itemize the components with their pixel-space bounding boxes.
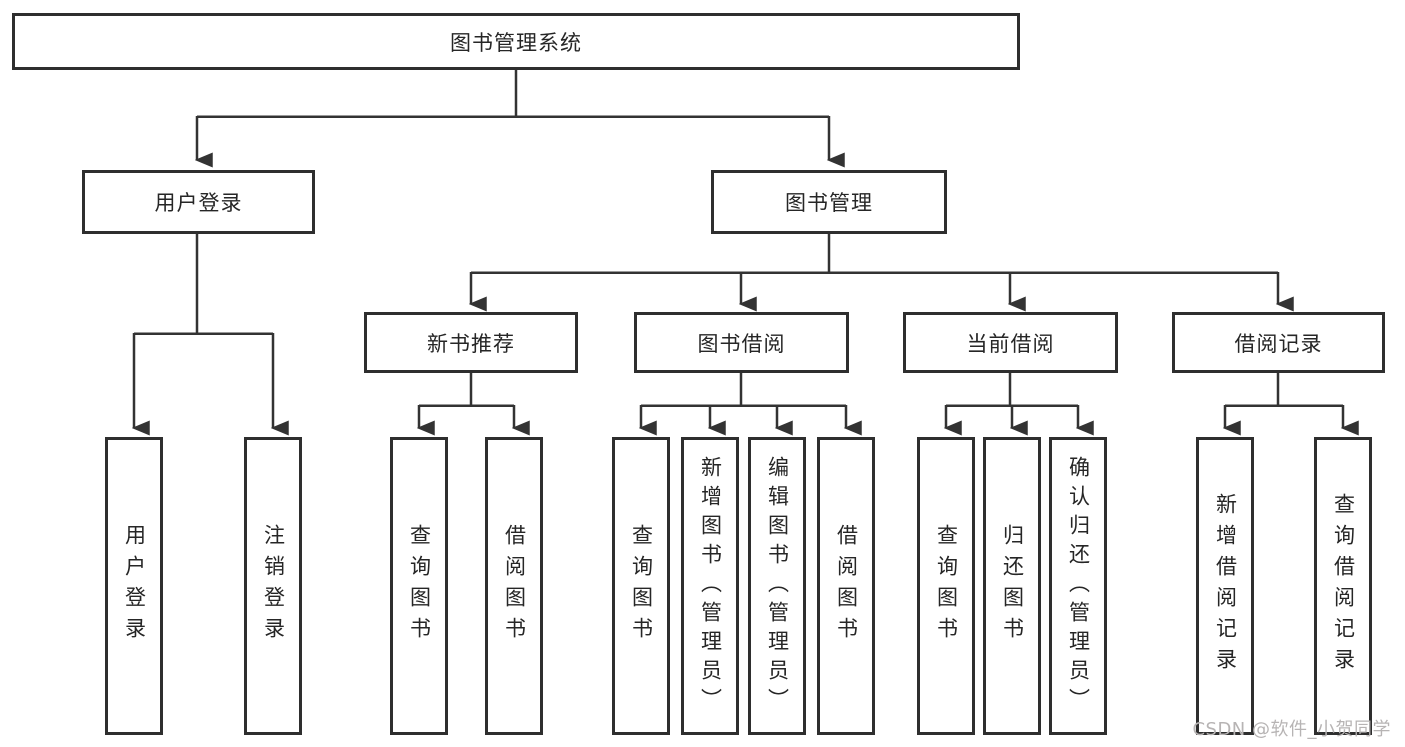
leaf-current-return-book: 归还图书 xyxy=(983,437,1041,735)
node-new-book-recommend: 新书推荐 xyxy=(364,312,578,373)
connector-userlogin-to-leaves xyxy=(131,234,289,436)
node-book-management-label: 图书管理 xyxy=(785,191,873,215)
leaf-borrow-edit-book: 编辑图书（管理员） xyxy=(748,437,806,735)
node-root-label: 图书管理系统 xyxy=(450,30,582,55)
leaf-recommend-query-book-label: 查询图书 xyxy=(407,524,432,648)
leaf-current-confirm-return: 确认归还（管理员） xyxy=(1049,437,1107,735)
node-book-borrow: 图书借阅 xyxy=(634,312,849,373)
leaf-current-confirm-return-label: 确认归还（管理员） xyxy=(1066,455,1091,717)
connector-records-to-leaves xyxy=(1222,373,1359,436)
leaf-recommend-borrow-book-label: 借阅图书 xyxy=(502,524,527,648)
leaf-current-query-book-label: 查询图书 xyxy=(934,524,959,648)
leaf-borrow-add-book: 新增图书（管理员） xyxy=(681,437,739,735)
node-user-login: 用户登录 xyxy=(82,170,315,234)
leaf-current-return-book-label: 归还图书 xyxy=(1000,524,1025,648)
leaf-logout-label: 注销登录 xyxy=(261,524,286,648)
leaf-records-query-record: 查询借阅记录 xyxy=(1314,437,1372,735)
leaf-current-query-book: 查询图书 xyxy=(917,437,975,735)
connector-current-to-leaves xyxy=(943,373,1094,436)
node-new-book-recommend-label: 新书推荐 xyxy=(427,331,515,356)
connector-recommend-to-leaves xyxy=(416,373,530,436)
leaf-records-add-record: 新增借阅记录 xyxy=(1196,437,1254,735)
leaf-recommend-query-book: 查询图书 xyxy=(390,437,448,735)
connector-root-to-level2 xyxy=(194,70,845,168)
leaf-user-login: 用户登录 xyxy=(105,437,163,735)
node-user-login-label: 用户登录 xyxy=(154,191,243,215)
node-borrow-records-label: 借阅记录 xyxy=(1234,331,1323,356)
leaf-borrow-query-book-label: 查询图书 xyxy=(629,524,654,648)
node-borrow-records: 借阅记录 xyxy=(1172,312,1385,373)
leaf-borrow-borrow-book: 借阅图书 xyxy=(817,437,875,735)
node-book-borrow-label: 图书借阅 xyxy=(697,331,786,356)
connector-borrow-to-leaves xyxy=(638,373,862,436)
leaf-borrow-borrow-book-label: 借阅图书 xyxy=(834,524,859,648)
leaf-records-add-record-label: 新增借阅记录 xyxy=(1213,493,1238,679)
leaf-borrow-add-book-label: 新增图书（管理员） xyxy=(698,455,723,717)
leaf-borrow-query-book: 查询图书 xyxy=(612,437,670,735)
leaf-recommend-borrow-book: 借阅图书 xyxy=(485,437,543,735)
node-current-borrow: 当前借阅 xyxy=(903,312,1118,373)
node-root: 图书管理系统 xyxy=(12,13,1020,70)
node-current-borrow-label: 当前借阅 xyxy=(966,331,1055,356)
leaf-user-login-label: 用户登录 xyxy=(122,524,147,648)
leaf-logout: 注销登录 xyxy=(244,437,302,735)
node-book-management: 图书管理 xyxy=(711,170,947,234)
leaf-records-query-record-label: 查询借阅记录 xyxy=(1331,493,1356,679)
connector-bookmgmt-to-level3 xyxy=(468,234,1294,312)
csdn-watermark: CSDN @软件_小贺同学 xyxy=(1192,719,1391,740)
leaf-borrow-edit-book-label: 编辑图书（管理员） xyxy=(765,455,790,717)
